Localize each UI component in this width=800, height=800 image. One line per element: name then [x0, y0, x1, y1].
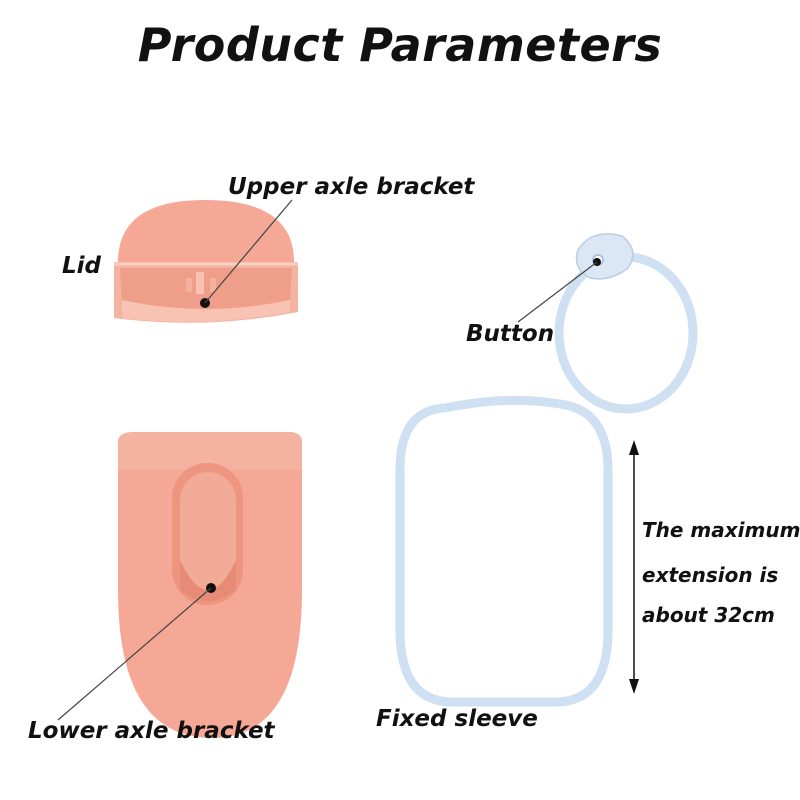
button-part	[575, 233, 634, 280]
label-extension-line-2: extension is	[642, 563, 779, 587]
label-extension-line-3: about 32cm	[642, 603, 775, 627]
upper-axle-leader	[204, 199, 293, 304]
extension-arrow	[629, 440, 639, 694]
page-title: Product Parameters	[137, 18, 663, 72]
lower-axle-leader	[57, 587, 212, 721]
label-lower-axle-bracket: Lower axle bracket	[28, 718, 275, 744]
label-fixed-sleeve: Fixed sleeve	[376, 706, 538, 732]
label-extension-line-1: The maximum	[642, 518, 800, 542]
label-upper-axle-bracket: Upper axle bracket	[228, 174, 475, 200]
lid-part	[114, 200, 298, 323]
button-leader	[517, 261, 598, 323]
label-button: Button	[466, 321, 555, 347]
label-lid: Lid	[62, 253, 102, 279]
